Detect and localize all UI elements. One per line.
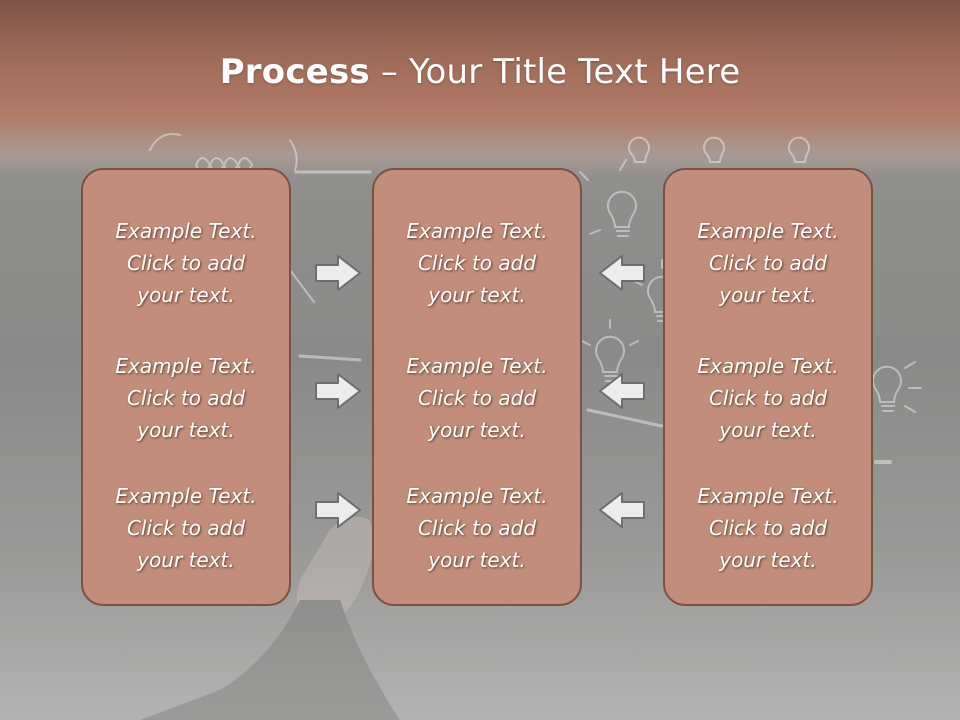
text-block[interactable]: Example Text. Click to add your text. — [374, 480, 580, 576]
text-line: Click to add — [417, 516, 537, 540]
text-line: Example Text. — [697, 219, 839, 243]
text-line: Example Text. — [115, 354, 257, 378]
text-line: your text. — [428, 418, 526, 442]
text-line: Example Text. — [406, 484, 548, 508]
process-box-center[interactable]: Example Text. Click to add your text. Ex… — [372, 168, 582, 606]
text-block[interactable]: Example Text. Click to add your text. — [83, 480, 289, 576]
text-block[interactable]: Example Text. Click to add your text. — [83, 215, 289, 311]
text-line: your text. — [137, 283, 235, 307]
arrow-left-icon[interactable] — [598, 254, 646, 292]
slide-title[interactable]: Process – Your Title Text Here — [0, 52, 960, 92]
text-line: your text. — [137, 418, 235, 442]
text-line: your text. — [719, 418, 817, 442]
text-line: Click to add — [417, 251, 537, 275]
process-box-right[interactable]: Example Text. Click to add your text. Ex… — [663, 168, 873, 606]
text-line: Click to add — [708, 516, 828, 540]
text-line: your text. — [719, 283, 817, 307]
text-block[interactable]: Example Text. Click to add your text. — [665, 350, 871, 446]
text-line: Click to add — [708, 386, 828, 410]
title-bold-text: Process — [219, 52, 370, 92]
text-line: Click to add — [417, 386, 537, 410]
text-line: your text. — [428, 283, 526, 307]
text-line: Example Text. — [697, 354, 839, 378]
text-line: Example Text. — [115, 484, 257, 508]
title-rest-text: – Your Title Text Here — [369, 52, 741, 92]
text-block[interactable]: Example Text. Click to add your text. — [665, 480, 871, 576]
arrow-right-icon[interactable] — [314, 491, 362, 529]
text-line: Example Text. — [697, 484, 839, 508]
process-box-left[interactable]: Example Text. Click to add your text. Ex… — [81, 168, 291, 606]
text-block[interactable]: Example Text. Click to add your text. — [665, 215, 871, 311]
text-line: Example Text. — [406, 354, 548, 378]
text-line: Click to add — [126, 386, 246, 410]
text-block[interactable]: Example Text. Click to add your text. — [374, 215, 580, 311]
text-line: your text. — [137, 548, 235, 572]
arrow-right-icon[interactable] — [314, 254, 362, 292]
text-line: Example Text. — [115, 219, 257, 243]
arrow-left-icon[interactable] — [598, 491, 646, 529]
text-line: Click to add — [708, 251, 828, 275]
text-line: Example Text. — [406, 219, 548, 243]
text-block[interactable]: Example Text. Click to add your text. — [83, 350, 289, 446]
text-block[interactable]: Example Text. Click to add your text. — [374, 350, 580, 446]
arrow-left-icon[interactable] — [598, 372, 646, 410]
arrow-right-icon[interactable] — [314, 372, 362, 410]
text-line: your text. — [428, 548, 526, 572]
text-line: Click to add — [126, 251, 246, 275]
text-line: Click to add — [126, 516, 246, 540]
text-line: your text. — [719, 548, 817, 572]
